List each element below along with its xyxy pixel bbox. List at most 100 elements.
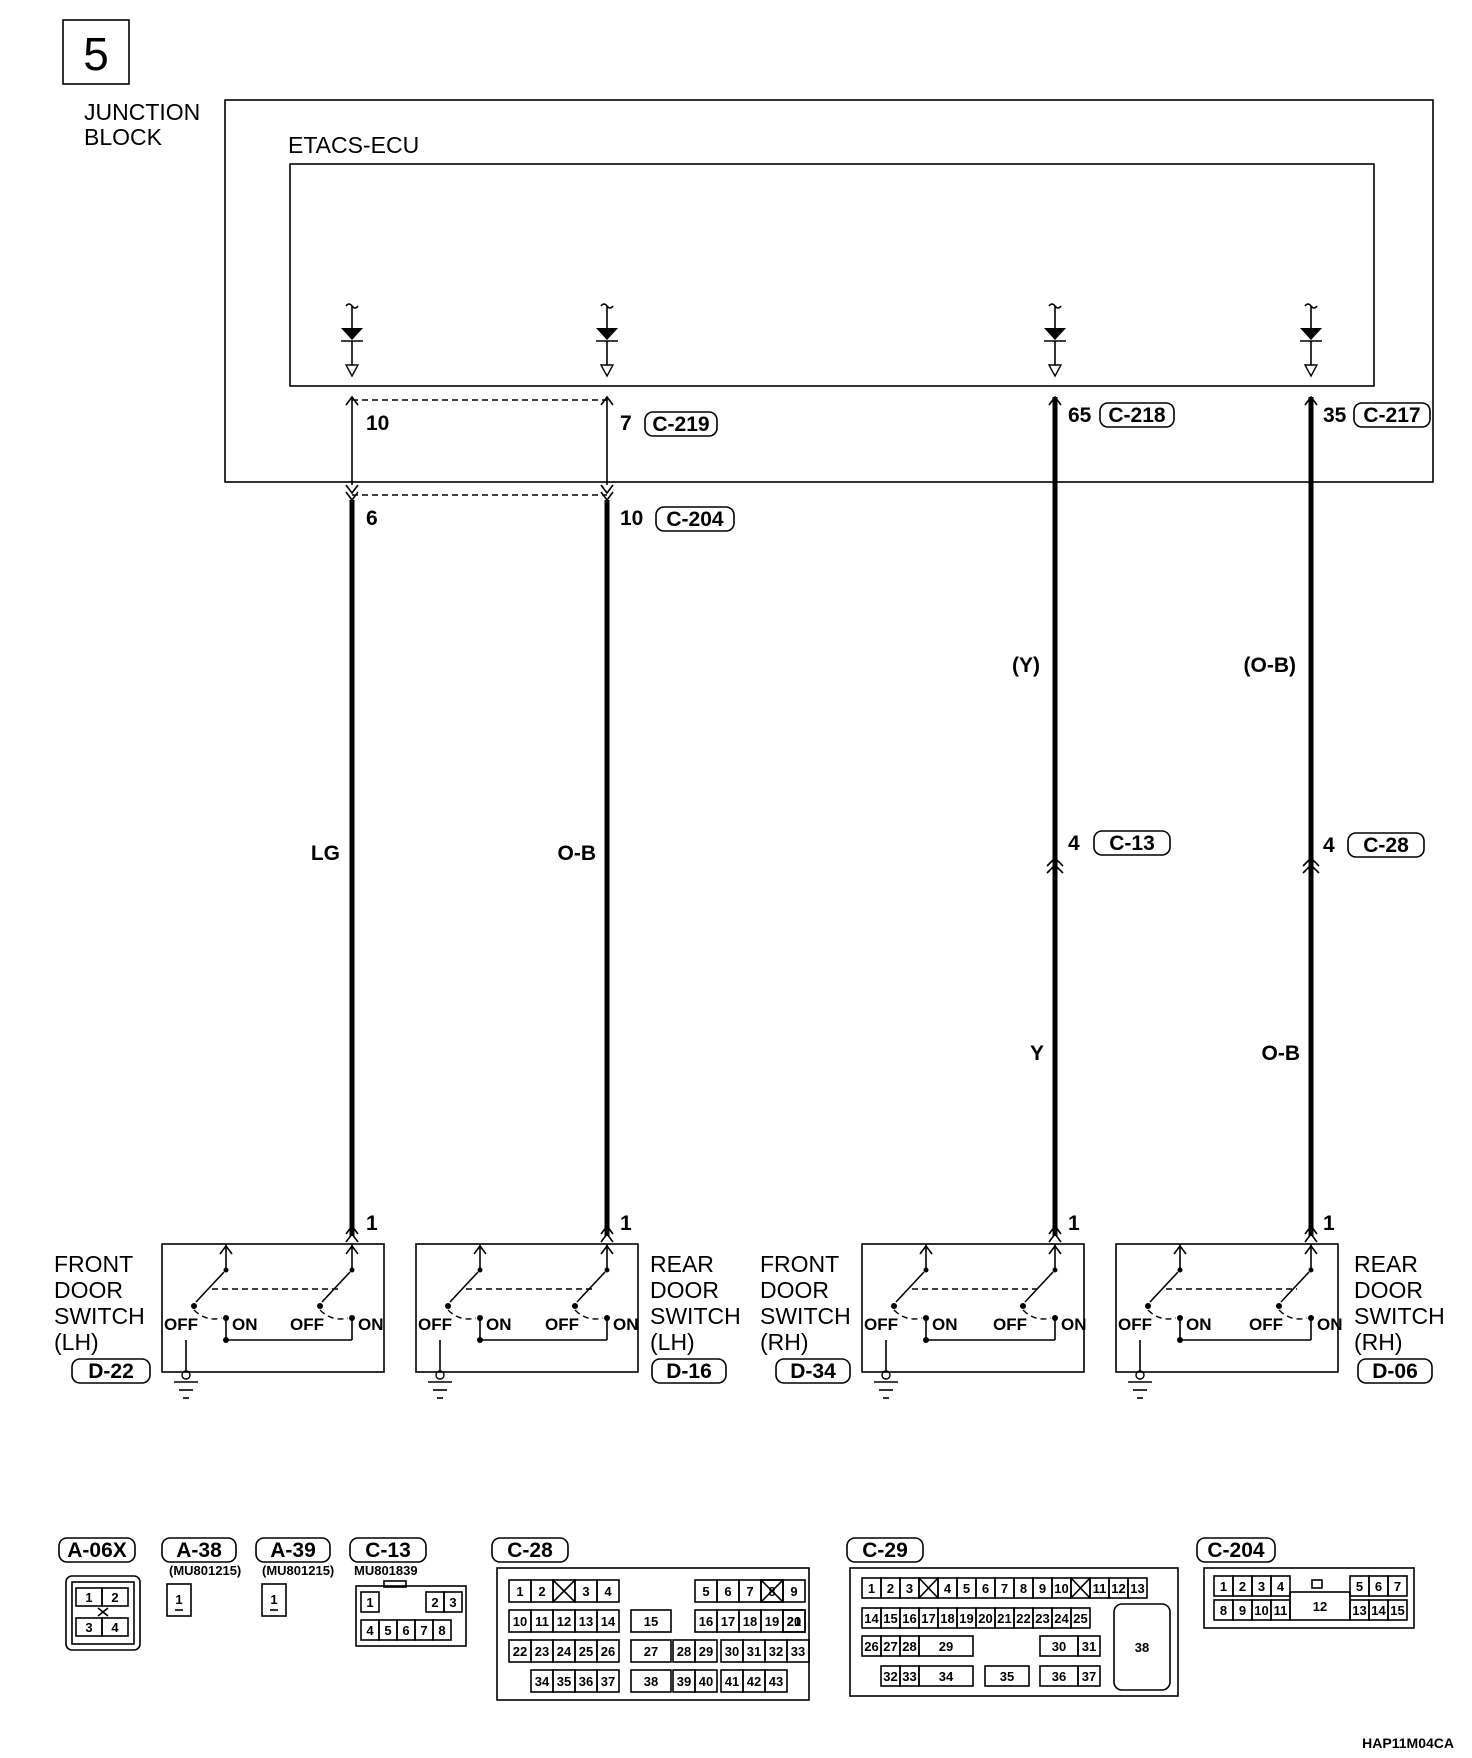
svg-text:21: 21 bbox=[787, 1614, 801, 1629]
svg-text:22: 22 bbox=[513, 1644, 527, 1659]
svg-text:16: 16 bbox=[902, 1611, 916, 1626]
switch-on-label: ON bbox=[358, 1315, 384, 1334]
svg-text:2: 2 bbox=[887, 1581, 894, 1596]
connector-pin: 36 bbox=[574, 1669, 598, 1693]
connector-pin: 35 bbox=[552, 1669, 576, 1693]
switch-on-label: ON bbox=[486, 1315, 512, 1334]
connector-pin: 19 bbox=[956, 1607, 977, 1629]
ecu-label: ETACS-ECU bbox=[288, 132, 419, 158]
svg-text:12: 12 bbox=[557, 1614, 571, 1629]
svg-text:SWITCH: SWITCH bbox=[54, 1303, 145, 1329]
connector-pin: 22 bbox=[1013, 1607, 1034, 1629]
connector-pin: 24 bbox=[552, 1639, 576, 1663]
svg-text:23: 23 bbox=[535, 1644, 549, 1659]
svg-text:C-28: C-28 bbox=[507, 1539, 553, 1562]
switch-label-front-rh: FRONT DOOR SWITCH (RH) D-34 bbox=[760, 1251, 851, 1384]
svg-text:7: 7 bbox=[420, 1623, 427, 1638]
svg-text:3: 3 bbox=[85, 1620, 92, 1635]
etacs-ecu bbox=[289, 163, 1375, 387]
connector-pin: 11 bbox=[530, 1609, 554, 1633]
switch-on-label: ON bbox=[1317, 1315, 1343, 1334]
connector-pin: 9 bbox=[782, 1579, 806, 1603]
switch-on-label: ON bbox=[1186, 1315, 1212, 1334]
inline-connector-tag: C-28 bbox=[1347, 832, 1425, 858]
connector-pin: 30 bbox=[1039, 1635, 1079, 1657]
svg-text:39: 39 bbox=[677, 1674, 691, 1689]
connector-pin: 23 bbox=[1032, 1607, 1053, 1629]
svg-text:15: 15 bbox=[644, 1614, 658, 1629]
connector-pin: 4 bbox=[1270, 1575, 1291, 1597]
svg-text:14: 14 bbox=[601, 1614, 616, 1629]
connector-pin: 3 bbox=[899, 1577, 920, 1599]
ground-icon bbox=[428, 1370, 452, 1399]
svg-text:C-204: C-204 bbox=[1207, 1539, 1265, 1562]
svg-text:C-29: C-29 bbox=[862, 1539, 908, 1562]
svg-text:1: 1 bbox=[85, 1590, 92, 1605]
svg-text:26: 26 bbox=[601, 1644, 615, 1659]
connector-pin: 33 bbox=[786, 1639, 810, 1663]
connector-pin: 25 bbox=[1070, 1607, 1091, 1629]
wire-color-top: (O-B) bbox=[1244, 654, 1296, 677]
connector-pin: 24 bbox=[1051, 1607, 1072, 1629]
svg-text:24: 24 bbox=[1054, 1611, 1069, 1626]
connector-pin: 5 bbox=[1349, 1575, 1370, 1597]
connector-view-a-39: A-39 (MU801215) 1 bbox=[255, 1537, 334, 1617]
svg-text:5: 5 bbox=[1356, 1579, 1363, 1594]
connector-pin: 6 bbox=[975, 1577, 996, 1599]
switch-label-rear-lh: REAR DOOR SWITCH (LH) D-16 bbox=[650, 1251, 741, 1384]
connector-pin: 5 bbox=[694, 1579, 718, 1603]
svg-text:25: 25 bbox=[579, 1644, 593, 1659]
connector-pin: 13 bbox=[1127, 1577, 1148, 1599]
connector-pin: 25 bbox=[574, 1639, 598, 1663]
svg-text:17: 17 bbox=[921, 1611, 935, 1626]
svg-text:25: 25 bbox=[1073, 1611, 1087, 1626]
connector-pin: 15 bbox=[1387, 1599, 1408, 1621]
wire-color: Y bbox=[1030, 1042, 1044, 1065]
connector-pin: 1 bbox=[861, 1577, 882, 1599]
connector-pin: 5 bbox=[956, 1577, 977, 1599]
connector-pin: 11 bbox=[1270, 1599, 1291, 1621]
svg-text:1: 1 bbox=[366, 1595, 373, 1610]
svg-text:C-28: C-28 bbox=[1363, 834, 1409, 857]
figure-code: HAP11M04CA bbox=[1362, 1735, 1454, 1751]
svg-text:31: 31 bbox=[747, 1644, 761, 1659]
connector-pin: 40 bbox=[694, 1669, 718, 1693]
svg-text:4: 4 bbox=[944, 1581, 952, 1596]
svg-text:3: 3 bbox=[449, 1595, 456, 1610]
switch-labels: FRONT DOOR SWITCH (LH) D-22 REAR DOOR SW… bbox=[54, 1251, 1445, 1384]
svg-text:28: 28 bbox=[677, 1644, 691, 1659]
switch-on-label: ON bbox=[232, 1315, 258, 1334]
switch-off-label: OFF bbox=[290, 1315, 324, 1334]
svg-text:38: 38 bbox=[644, 1674, 658, 1689]
connector-pin: 34 bbox=[530, 1669, 554, 1693]
svg-text:DOOR: DOOR bbox=[54, 1277, 123, 1303]
svg-text:C-218: C-218 bbox=[1108, 404, 1166, 427]
svg-text:4: 4 bbox=[1277, 1579, 1285, 1594]
connector-pin: 4 bbox=[937, 1577, 958, 1599]
wire-color: O-B bbox=[1262, 1042, 1301, 1065]
connector-pin: 43 bbox=[764, 1669, 788, 1693]
switch-off-label: OFF bbox=[545, 1315, 579, 1334]
svg-text:(LH): (LH) bbox=[650, 1329, 695, 1355]
junction-block-label-2: BLOCK bbox=[84, 124, 163, 150]
svg-text:8: 8 bbox=[1020, 1581, 1027, 1596]
ecu-pin: 7 bbox=[620, 412, 632, 435]
svg-text:33: 33 bbox=[902, 1669, 916, 1684]
svg-text:13: 13 bbox=[579, 1614, 593, 1629]
svg-text:18: 18 bbox=[743, 1614, 757, 1629]
svg-text:12: 12 bbox=[1111, 1581, 1125, 1596]
inline-pin: 4 bbox=[1323, 834, 1335, 857]
svg-text:4: 4 bbox=[604, 1584, 612, 1599]
svg-text:9: 9 bbox=[1239, 1603, 1246, 1618]
connector-pin: 31 bbox=[742, 1639, 766, 1663]
connector-pin: 17 bbox=[716, 1609, 740, 1633]
connector-pin: 17 bbox=[918, 1607, 939, 1629]
svg-text:15: 15 bbox=[883, 1611, 897, 1626]
svg-text:9: 9 bbox=[790, 1584, 797, 1599]
svg-text:7: 7 bbox=[1394, 1579, 1401, 1594]
wire-color: LG bbox=[311, 842, 340, 865]
connector-pin: 6 bbox=[716, 1579, 740, 1603]
connector-pin: 3 bbox=[574, 1579, 598, 1603]
